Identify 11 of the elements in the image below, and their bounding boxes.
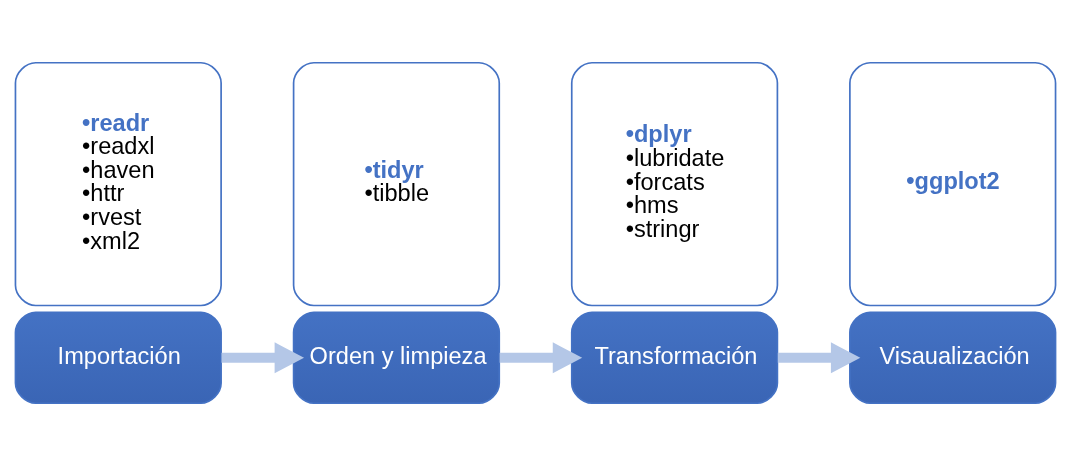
arrow <box>499 341 583 373</box>
node-box: •tidyr •tibble <box>292 61 501 306</box>
node-box: Orden y limpieza <box>292 310 501 404</box>
arrow <box>777 341 861 373</box>
node-box: •readr •readxl •haven •httr •rvest •xml2 <box>14 61 222 306</box>
node-box: •dplyr •lubridate •forcats •hms •stringr <box>570 61 779 306</box>
arrow <box>221 341 305 373</box>
node-box: Transformación <box>570 310 779 404</box>
node-box: Visaualización <box>849 310 1057 404</box>
node-box: •ggplot2 <box>849 61 1057 306</box>
node-box: Importación <box>14 310 222 404</box>
